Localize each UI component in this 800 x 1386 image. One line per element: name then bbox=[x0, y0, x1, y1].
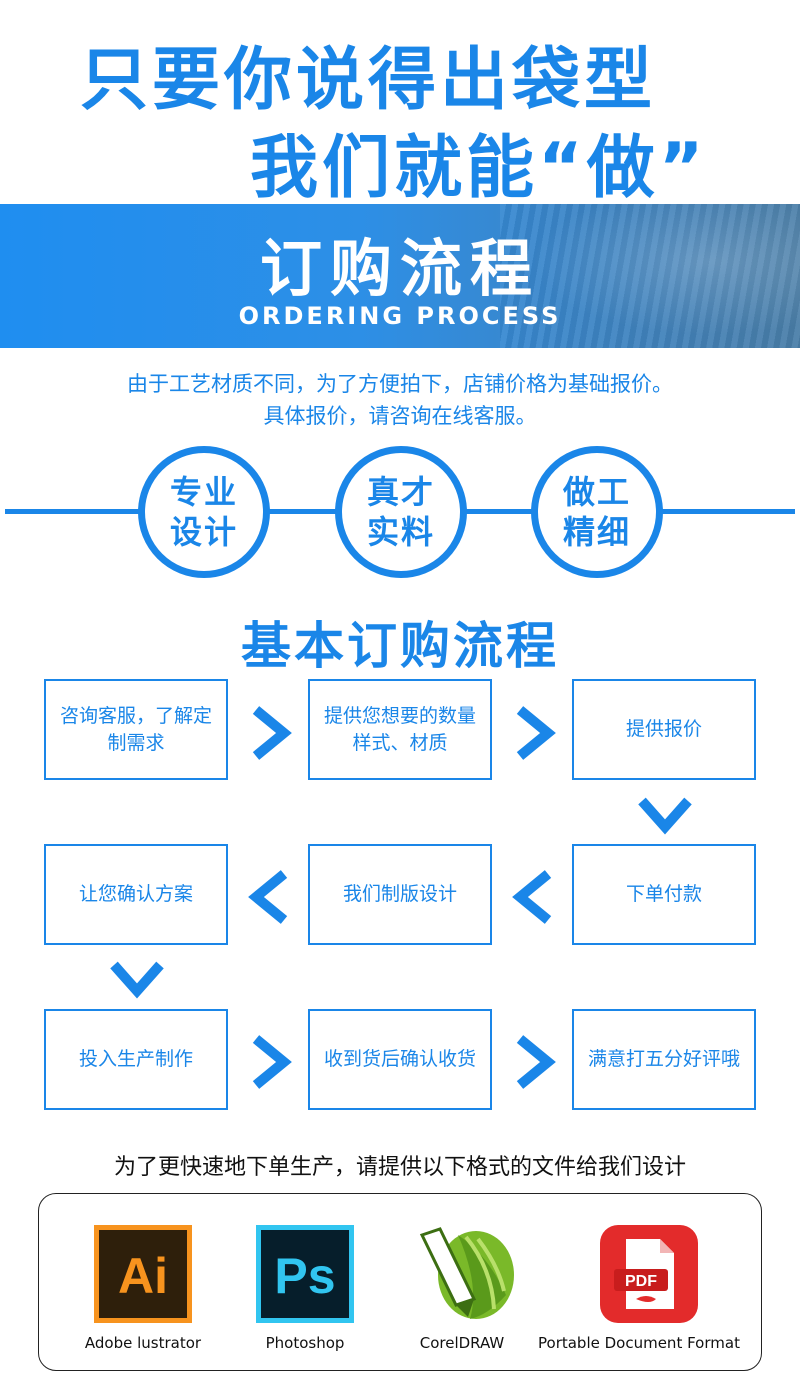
ordering-banner: 订购流程 ORDERING PROCESS bbox=[0, 204, 800, 348]
format-label-pdf: Portable Document Format bbox=[538, 1334, 740, 1352]
arrow-right-icon bbox=[248, 1035, 292, 1089]
step-confirm-plan: 让您确认方案 bbox=[44, 844, 228, 945]
hero-line-1: 只要你说得出袋型 bbox=[80, 41, 657, 120]
step-receive: 收到货后确认收货 bbox=[308, 1009, 492, 1110]
steps-title: 基本订购流程 bbox=[241, 617, 559, 675]
feature-circle-material: 真才 实料 bbox=[335, 446, 467, 578]
arrow-down-icon bbox=[110, 959, 164, 999]
illustrator-icon-text: Ai bbox=[118, 1248, 168, 1304]
step-production: 投入生产制作 bbox=[44, 1009, 228, 1110]
step-quote: 提供报价 bbox=[572, 679, 756, 780]
feature-text: 专业 bbox=[169, 473, 238, 511]
format-label-coreldraw: CorelDRAW bbox=[419, 1334, 505, 1352]
arrow-right-icon bbox=[512, 706, 556, 760]
banner-subtitle: ORDERING PROCESS bbox=[238, 302, 562, 330]
step-design: 我们制版设计 bbox=[308, 844, 492, 945]
arrow-left-icon bbox=[248, 870, 292, 924]
format-label-illustrator: Adobe lustrator bbox=[84, 1334, 202, 1352]
feature-circle-workmanship: 做工 精细 bbox=[531, 446, 663, 578]
format-label-photoshop: Photoshop bbox=[265, 1334, 345, 1352]
feature-text: 实料 bbox=[366, 513, 435, 551]
arrow-right-icon bbox=[248, 706, 292, 760]
feature-text: 做工 bbox=[562, 473, 631, 511]
formats-panel bbox=[38, 1193, 762, 1371]
step-review: 满意打五分好评哦 bbox=[572, 1009, 756, 1110]
step-payment: 下单付款 bbox=[572, 844, 756, 945]
step-consult: 咨询客服，了解定制需求 bbox=[44, 679, 228, 780]
hero-line-2: 我们就能“做” bbox=[250, 129, 708, 208]
pdf-icon: PDF bbox=[600, 1225, 698, 1323]
price-note: 由于工艺材质不同，为了方便拍下，店铺价格为基础报价。 bbox=[127, 372, 673, 396]
feature-text: 设计 bbox=[169, 513, 238, 551]
feature-circle-design: 专业 设计 bbox=[138, 446, 270, 578]
consult-note: 具体报价，请咨询在线客服。 bbox=[263, 404, 537, 428]
illustrator-icon: Ai bbox=[94, 1225, 192, 1323]
arrow-left-icon bbox=[512, 870, 556, 924]
coreldraw-icon bbox=[418, 1225, 516, 1323]
feature-text: 真才 bbox=[366, 473, 435, 511]
formats-title: 为了更快速地下单生产，请提供以下格式的文件给我们设计 bbox=[113, 1155, 686, 1180]
feature-text: 精细 bbox=[562, 513, 631, 551]
banner-title: 订购流程 bbox=[259, 232, 540, 305]
photoshop-icon-text: Ps bbox=[274, 1248, 335, 1304]
step-provide-spec: 提供您想要的数量样式、材质 bbox=[308, 679, 492, 780]
landscape-decoration bbox=[500, 204, 800, 348]
pdf-icon-text: PDF bbox=[625, 1273, 657, 1290]
arrow-down-icon bbox=[638, 795, 692, 835]
arrow-right-icon bbox=[512, 1035, 556, 1089]
photoshop-icon: Ps bbox=[256, 1225, 354, 1323]
